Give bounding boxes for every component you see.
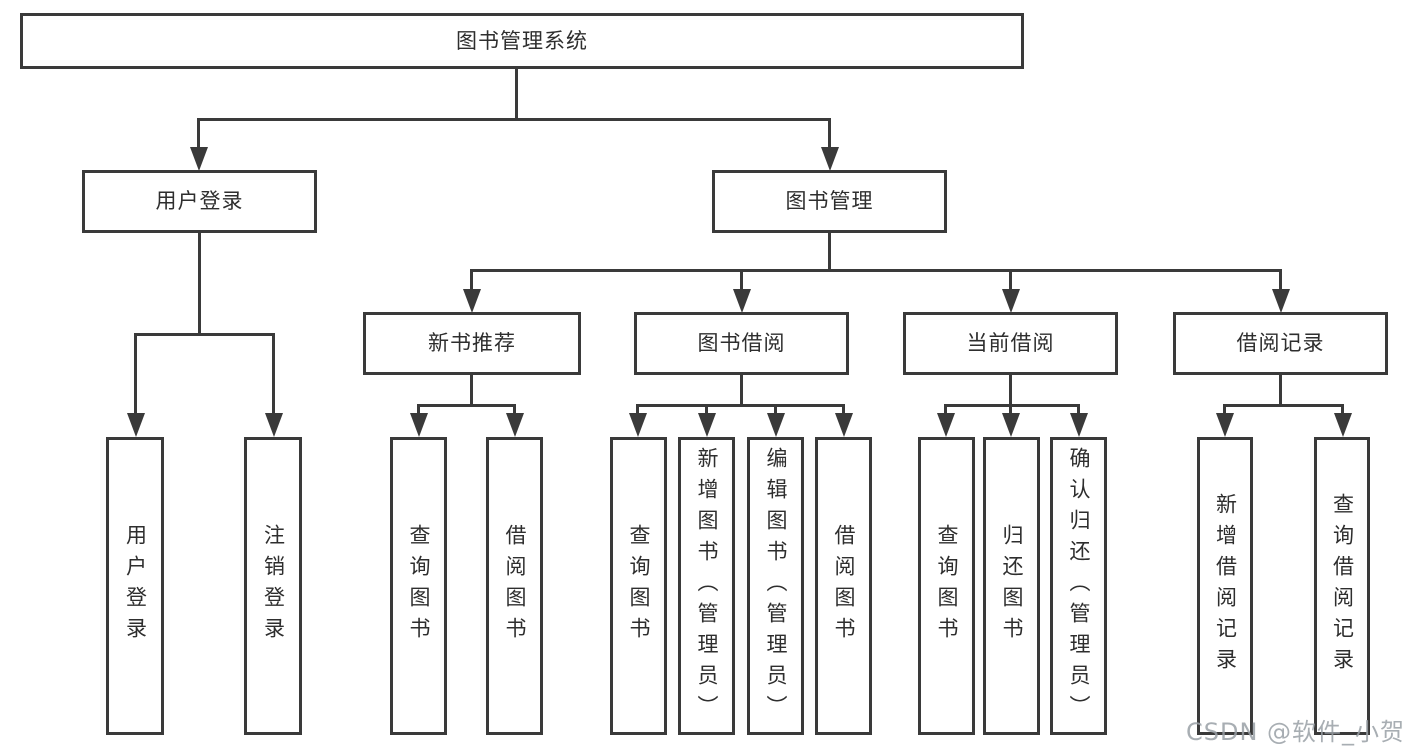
node-borrowing-records: 借阅记录 <box>1173 312 1388 375</box>
leaf-borrowing-edit-books-admin: 编辑图书（管理员） <box>747 437 804 735</box>
arrow-down-icon <box>410 413 428 437</box>
leaf-borrowing-query-books: 查询图书 <box>610 437 667 735</box>
connector-drop-leaf-login <box>134 333 137 415</box>
node-library-management-system-label: 图书管理系统 <box>456 28 588 53</box>
connector-drop <box>944 404 947 416</box>
connector-drop <box>1223 404 1226 416</box>
arrow-down-icon <box>506 413 524 437</box>
connector-drop <box>513 404 516 416</box>
connector-drop <box>842 404 845 416</box>
leaf-records-query-record: 查询借阅记录 <box>1314 437 1370 735</box>
connector-current-borrow-bar <box>944 404 1080 407</box>
connector-book-mgmt-trunk <box>828 233 831 271</box>
connector-drop <box>1009 404 1012 416</box>
connector-new-book-bar <box>417 404 516 407</box>
leaf-newbook-borrow-books: 借阅图书 <box>486 437 543 735</box>
leaf-current-confirm-return-admin-label: 确认归还（管理员） <box>1067 446 1091 726</box>
node-book-borrowing: 图书借阅 <box>634 312 849 375</box>
csdn-watermark: CSDN @软件_小贺同学 <box>1186 718 1405 746</box>
arrow-down-icon <box>937 413 955 437</box>
leaf-logout-label: 注销登录 <box>261 524 286 648</box>
arrow-down-icon <box>463 289 481 313</box>
arrow-down-icon <box>190 147 208 171</box>
connector-root-trunk <box>515 69 518 120</box>
arrow-down-icon <box>127 413 145 437</box>
connector-drop-new-book <box>470 269 473 292</box>
connector-drop-book-mgmt <box>828 118 831 152</box>
leaf-records-add-record-label: 新增借阅记录 <box>1213 493 1238 679</box>
leaf-current-return-books-label: 归还图书 <box>1000 524 1024 648</box>
connector-drop-borrow-records <box>1279 269 1282 292</box>
connector-drop <box>1341 404 1344 416</box>
connector-borrow-records-bar <box>1223 404 1344 407</box>
leaf-current-return-books: 归还图书 <box>983 437 1040 735</box>
leaf-user-login-label: 用户登录 <box>123 524 148 648</box>
node-book-management-label: 图书管理 <box>785 189 874 213</box>
leaf-logout: 注销登录 <box>244 437 302 735</box>
connector-book-borrow-trunk <box>740 375 743 407</box>
connector-borrow-records-trunk <box>1279 375 1282 407</box>
arrow-down-icon <box>629 413 647 437</box>
arrow-down-icon <box>733 289 751 313</box>
connector-drop <box>705 404 708 416</box>
connector-drop-user-login <box>197 118 200 152</box>
leaf-borrowing-add-books-admin: 新增图书（管理员） <box>678 437 735 735</box>
arrow-down-icon <box>1070 413 1088 437</box>
node-library-management-system: 图书管理系统 <box>20 13 1024 69</box>
leaf-borrowing-borrow-books-label: 借阅图书 <box>832 524 856 648</box>
leaf-user-login: 用户登录 <box>106 437 164 735</box>
node-user-login-label: 用户登录 <box>155 189 244 213</box>
leaf-borrowing-borrow-books: 借阅图书 <box>815 437 872 735</box>
connector-new-book-trunk <box>470 375 473 407</box>
node-user-login: 用户登录 <box>82 170 317 233</box>
node-book-borrowing-label: 图书借阅 <box>697 331 786 355</box>
arrow-down-icon <box>767 413 785 437</box>
leaf-borrowing-query-books-label: 查询图书 <box>627 524 651 648</box>
node-borrowing-records-label: 借阅记录 <box>1236 331 1325 355</box>
connector-current-borrow-trunk <box>1009 375 1012 407</box>
connector-user-login-bar <box>134 333 275 336</box>
arrow-down-icon <box>265 413 283 437</box>
connector-drop-leaf-logout <box>272 333 275 415</box>
leaf-borrowing-edit-books-admin-label: 编辑图书（管理员） <box>764 446 788 726</box>
node-new-book-recommend-label: 新书推荐 <box>428 331 516 355</box>
leaf-records-add-record: 新增借阅记录 <box>1197 437 1253 735</box>
leaf-current-confirm-return-admin: 确认归还（管理员） <box>1050 437 1107 735</box>
arrow-down-icon <box>1216 413 1234 437</box>
arrow-down-icon <box>1272 289 1290 313</box>
leaf-newbook-query-books: 查询图书 <box>390 437 447 735</box>
node-new-book-recommend: 新书推荐 <box>363 312 581 375</box>
connector-user-login-trunk <box>198 233 201 336</box>
connector-drop-current-borrow <box>1009 269 1012 292</box>
leaf-current-query-books-label: 查询图书 <box>935 524 959 648</box>
leaf-current-query-books: 查询图书 <box>918 437 975 735</box>
arrow-down-icon <box>1002 413 1020 437</box>
leaf-newbook-query-books-label: 查询图书 <box>407 524 431 648</box>
connector-drop <box>636 404 639 416</box>
arrow-down-icon <box>835 413 853 437</box>
connector-drop-book-borrow <box>740 269 743 292</box>
connector-root-bar <box>197 118 831 121</box>
node-current-borrowing-label: 当前借阅 <box>966 331 1055 355</box>
connector-drop <box>774 404 777 416</box>
connector-book-mgmt-bar <box>470 269 1282 272</box>
connector-drop <box>1077 404 1080 416</box>
leaf-records-query-record-label: 查询借阅记录 <box>1330 493 1355 679</box>
leaf-newbook-borrow-books-label: 借阅图书 <box>503 524 527 648</box>
node-current-borrowing: 当前借阅 <box>903 312 1118 375</box>
leaf-borrowing-add-books-admin-label: 新增图书（管理员） <box>695 446 719 726</box>
connector-drop <box>417 404 420 416</box>
node-book-management: 图书管理 <box>712 170 947 233</box>
arrow-down-icon <box>1002 289 1020 313</box>
arrow-down-icon <box>1334 413 1352 437</box>
connector-book-borrow-bar <box>636 404 845 407</box>
arrow-down-icon <box>821 147 839 171</box>
arrow-down-icon <box>698 413 716 437</box>
